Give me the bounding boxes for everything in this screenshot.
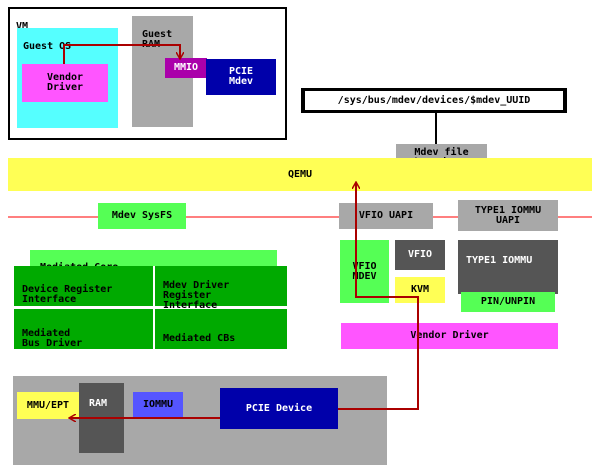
pin-unpin-label: PIN/UNPIN (480, 296, 536, 307)
mediated-bus-driver: Mediated Bus Driver (14, 309, 153, 349)
type1-iommu-label: TYPE1 IOMMU (466, 255, 533, 266)
guest-vendor-driver: Vendor Driver (22, 64, 108, 102)
kvm-label: KVM (410, 284, 430, 295)
sysfs-path-inner: /sys/bus/mdev/devices/$mdev_UUID (304, 90, 564, 111)
host-vendor-driver-label: Vendor Driver (410, 330, 489, 341)
mdev-sysfs-label: Mdev SysFS (111, 210, 173, 221)
mmio-region: MMIO (165, 58, 207, 78)
host-ram-label: RAM (89, 398, 108, 409)
mmu-ept: MMU/EPT (17, 392, 79, 419)
sysfs-path-box: /sys/bus/mdev/devices/$mdev_UUID (301, 88, 567, 113)
guest-vendor-driver-label: Vendor Driver (46, 72, 84, 93)
vfio-mdev: VFIO MDEV (340, 240, 389, 303)
mdev-driver-register-interface-label: Mdev Driver Register Interface (163, 280, 230, 311)
vm-label: VM (16, 21, 29, 32)
vfio-uapi: VFIO UAPI (339, 203, 433, 229)
vfio-label: VFIO (407, 249, 433, 260)
type1-iommu: TYPE1 IOMMU (458, 240, 558, 294)
guest-os-label: Guest OS (23, 41, 72, 52)
iommu-label: IOMMU (142, 398, 174, 410)
mediated-core: Mediated Core (30, 250, 277, 273)
device-register-interface: Device Register Interface (14, 266, 153, 306)
mediated-cbs: Mediated CBs (155, 309, 287, 349)
mmu-ept-label: MMU/EPT (26, 399, 70, 411)
mdev-driver-register-interface: Mdev Driver Register Interface (155, 266, 287, 311)
mediated-cbs-label: Mediated CBs (163, 333, 236, 344)
vfio-uapi-label: VFIO UAPI (358, 210, 414, 221)
mmio-label: MMIO (173, 62, 199, 73)
pcie-device-label: PCIE Device (245, 402, 313, 414)
guest-ram-label: Guest RAM (142, 29, 173, 50)
pcie-device: PCIE Device (220, 388, 338, 429)
pin-unpin: PIN/UNPIN (461, 292, 555, 312)
mdev-sysfs: Mdev SysFS (98, 203, 186, 229)
type1-iommu-uapi: TYPE1 IOMMU UAPI (458, 200, 558, 231)
pcie-mdev: PCIE Mdev (206, 59, 276, 95)
qemu: QEMU (8, 158, 592, 191)
vfio: VFIO (395, 240, 445, 270)
host-vendor-driver: Vendor Driver (341, 323, 558, 349)
device-register-interface-label: Device Register Interface (22, 284, 113, 305)
vfio-mdev-label: VFIO MDEV (352, 260, 377, 282)
mediated-bus-driver-label: Mediated Bus Driver (22, 328, 83, 349)
kvm: KVM (395, 277, 445, 303)
type1-iommu-uapi-label: TYPE1 IOMMU UAPI (474, 204, 542, 226)
sysfs-path-label: /sys/bus/mdev/devices/$mdev_UUID (337, 94, 531, 106)
qemu-label: QEMU (287, 168, 313, 180)
pcie-mdev-label: PCIE Mdev (228, 66, 254, 87)
iommu: IOMMU (133, 392, 183, 417)
host-ram: RAM (79, 383, 124, 453)
